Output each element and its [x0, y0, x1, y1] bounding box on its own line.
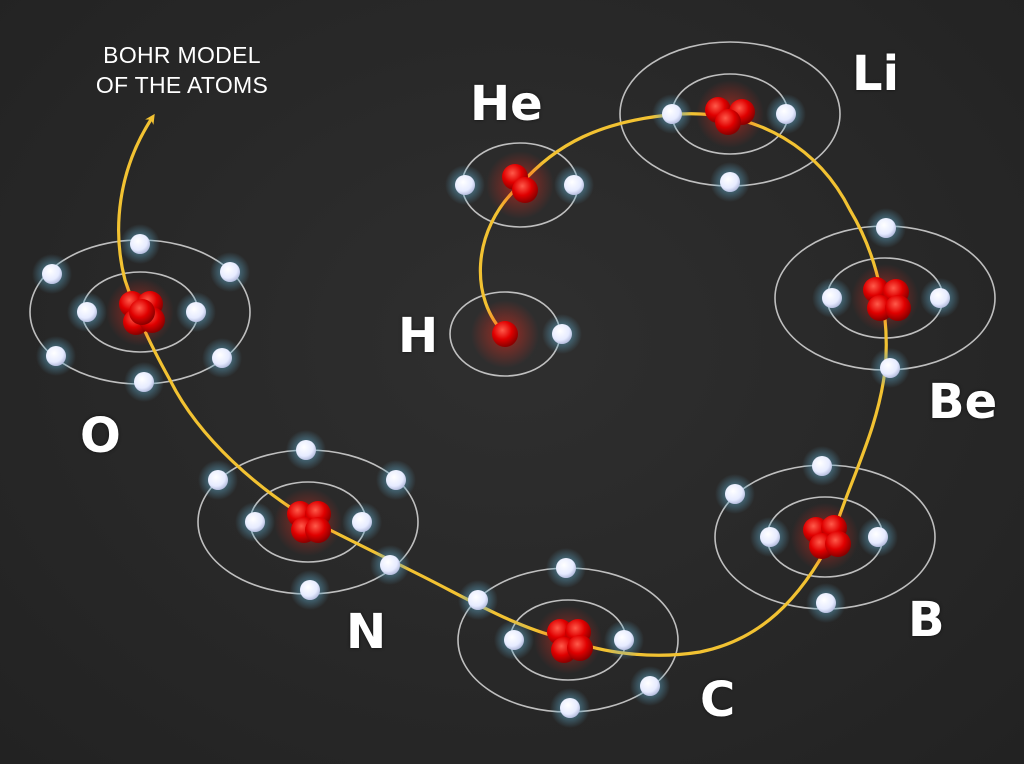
electron-h-1 — [542, 314, 582, 354]
nucleus-n — [274, 488, 342, 556]
atom-label-o: O — [80, 408, 121, 464]
electron-layer — [32, 94, 960, 728]
electron-o-7 — [202, 338, 242, 378]
atom-label-li: Li — [852, 46, 900, 102]
electron-he-1 — [445, 165, 485, 205]
electron-n-2 — [342, 502, 382, 542]
atom-label-h: H — [398, 308, 439, 364]
nucleus-layer — [106, 80, 919, 674]
electron-o-2 — [176, 292, 216, 332]
nucleus-be — [851, 264, 919, 332]
nucleus-b — [791, 503, 859, 571]
electron-o-5 — [210, 252, 250, 292]
electron-b-4 — [715, 474, 755, 514]
electron-li-3 — [710, 162, 750, 202]
electron-o-8 — [124, 362, 164, 402]
electron-c-5 — [550, 688, 590, 728]
electron-n-3 — [286, 430, 326, 470]
diagram-title: BOHR MODEL OF THE ATOMS — [72, 40, 292, 100]
orbit-layer — [29, 41, 996, 713]
nucleus-c — [534, 606, 602, 674]
nucleus-li — [696, 80, 764, 148]
atom-label-c: C — [700, 672, 736, 728]
atom-label-n: N — [346, 604, 387, 660]
electron-o-4 — [32, 254, 72, 294]
electron-li-2 — [766, 94, 806, 134]
atom-label-he: He — [470, 76, 543, 132]
electron-c-4 — [458, 580, 498, 620]
electron-n-4 — [198, 460, 238, 500]
electron-b-5 — [806, 583, 846, 623]
electron-c-6 — [630, 666, 670, 706]
electron-n-7 — [370, 545, 410, 585]
electron-be-3 — [866, 208, 906, 248]
electron-be-1 — [812, 278, 852, 318]
electron-n-5 — [376, 460, 416, 500]
electron-b-3 — [802, 446, 842, 486]
title-line-1: BOHR MODEL — [103, 42, 261, 68]
electron-be-2 — [920, 278, 960, 318]
atom-label-b: B — [908, 592, 945, 648]
electron-n-1 — [235, 502, 275, 542]
electron-o-1 — [67, 292, 107, 332]
atom-label-be: Be — [928, 374, 998, 430]
electron-b-2 — [858, 517, 898, 557]
title-line-2: OF THE ATOMS — [95, 72, 269, 98]
electron-he-2 — [554, 165, 594, 205]
electron-o-3 — [120, 224, 160, 264]
electron-li-1 — [652, 94, 692, 134]
electron-b-1 — [750, 517, 790, 557]
electron-c-2 — [604, 620, 644, 660]
nucleus-h — [471, 300, 539, 368]
electron-c-3 — [546, 548, 586, 588]
electron-o-6 — [36, 336, 76, 376]
nucleus-he — [486, 151, 554, 219]
electron-be-4 — [870, 348, 910, 388]
electron-n-6 — [290, 570, 330, 610]
nucleus-o — [106, 278, 174, 346]
electron-c-1 — [494, 620, 534, 660]
